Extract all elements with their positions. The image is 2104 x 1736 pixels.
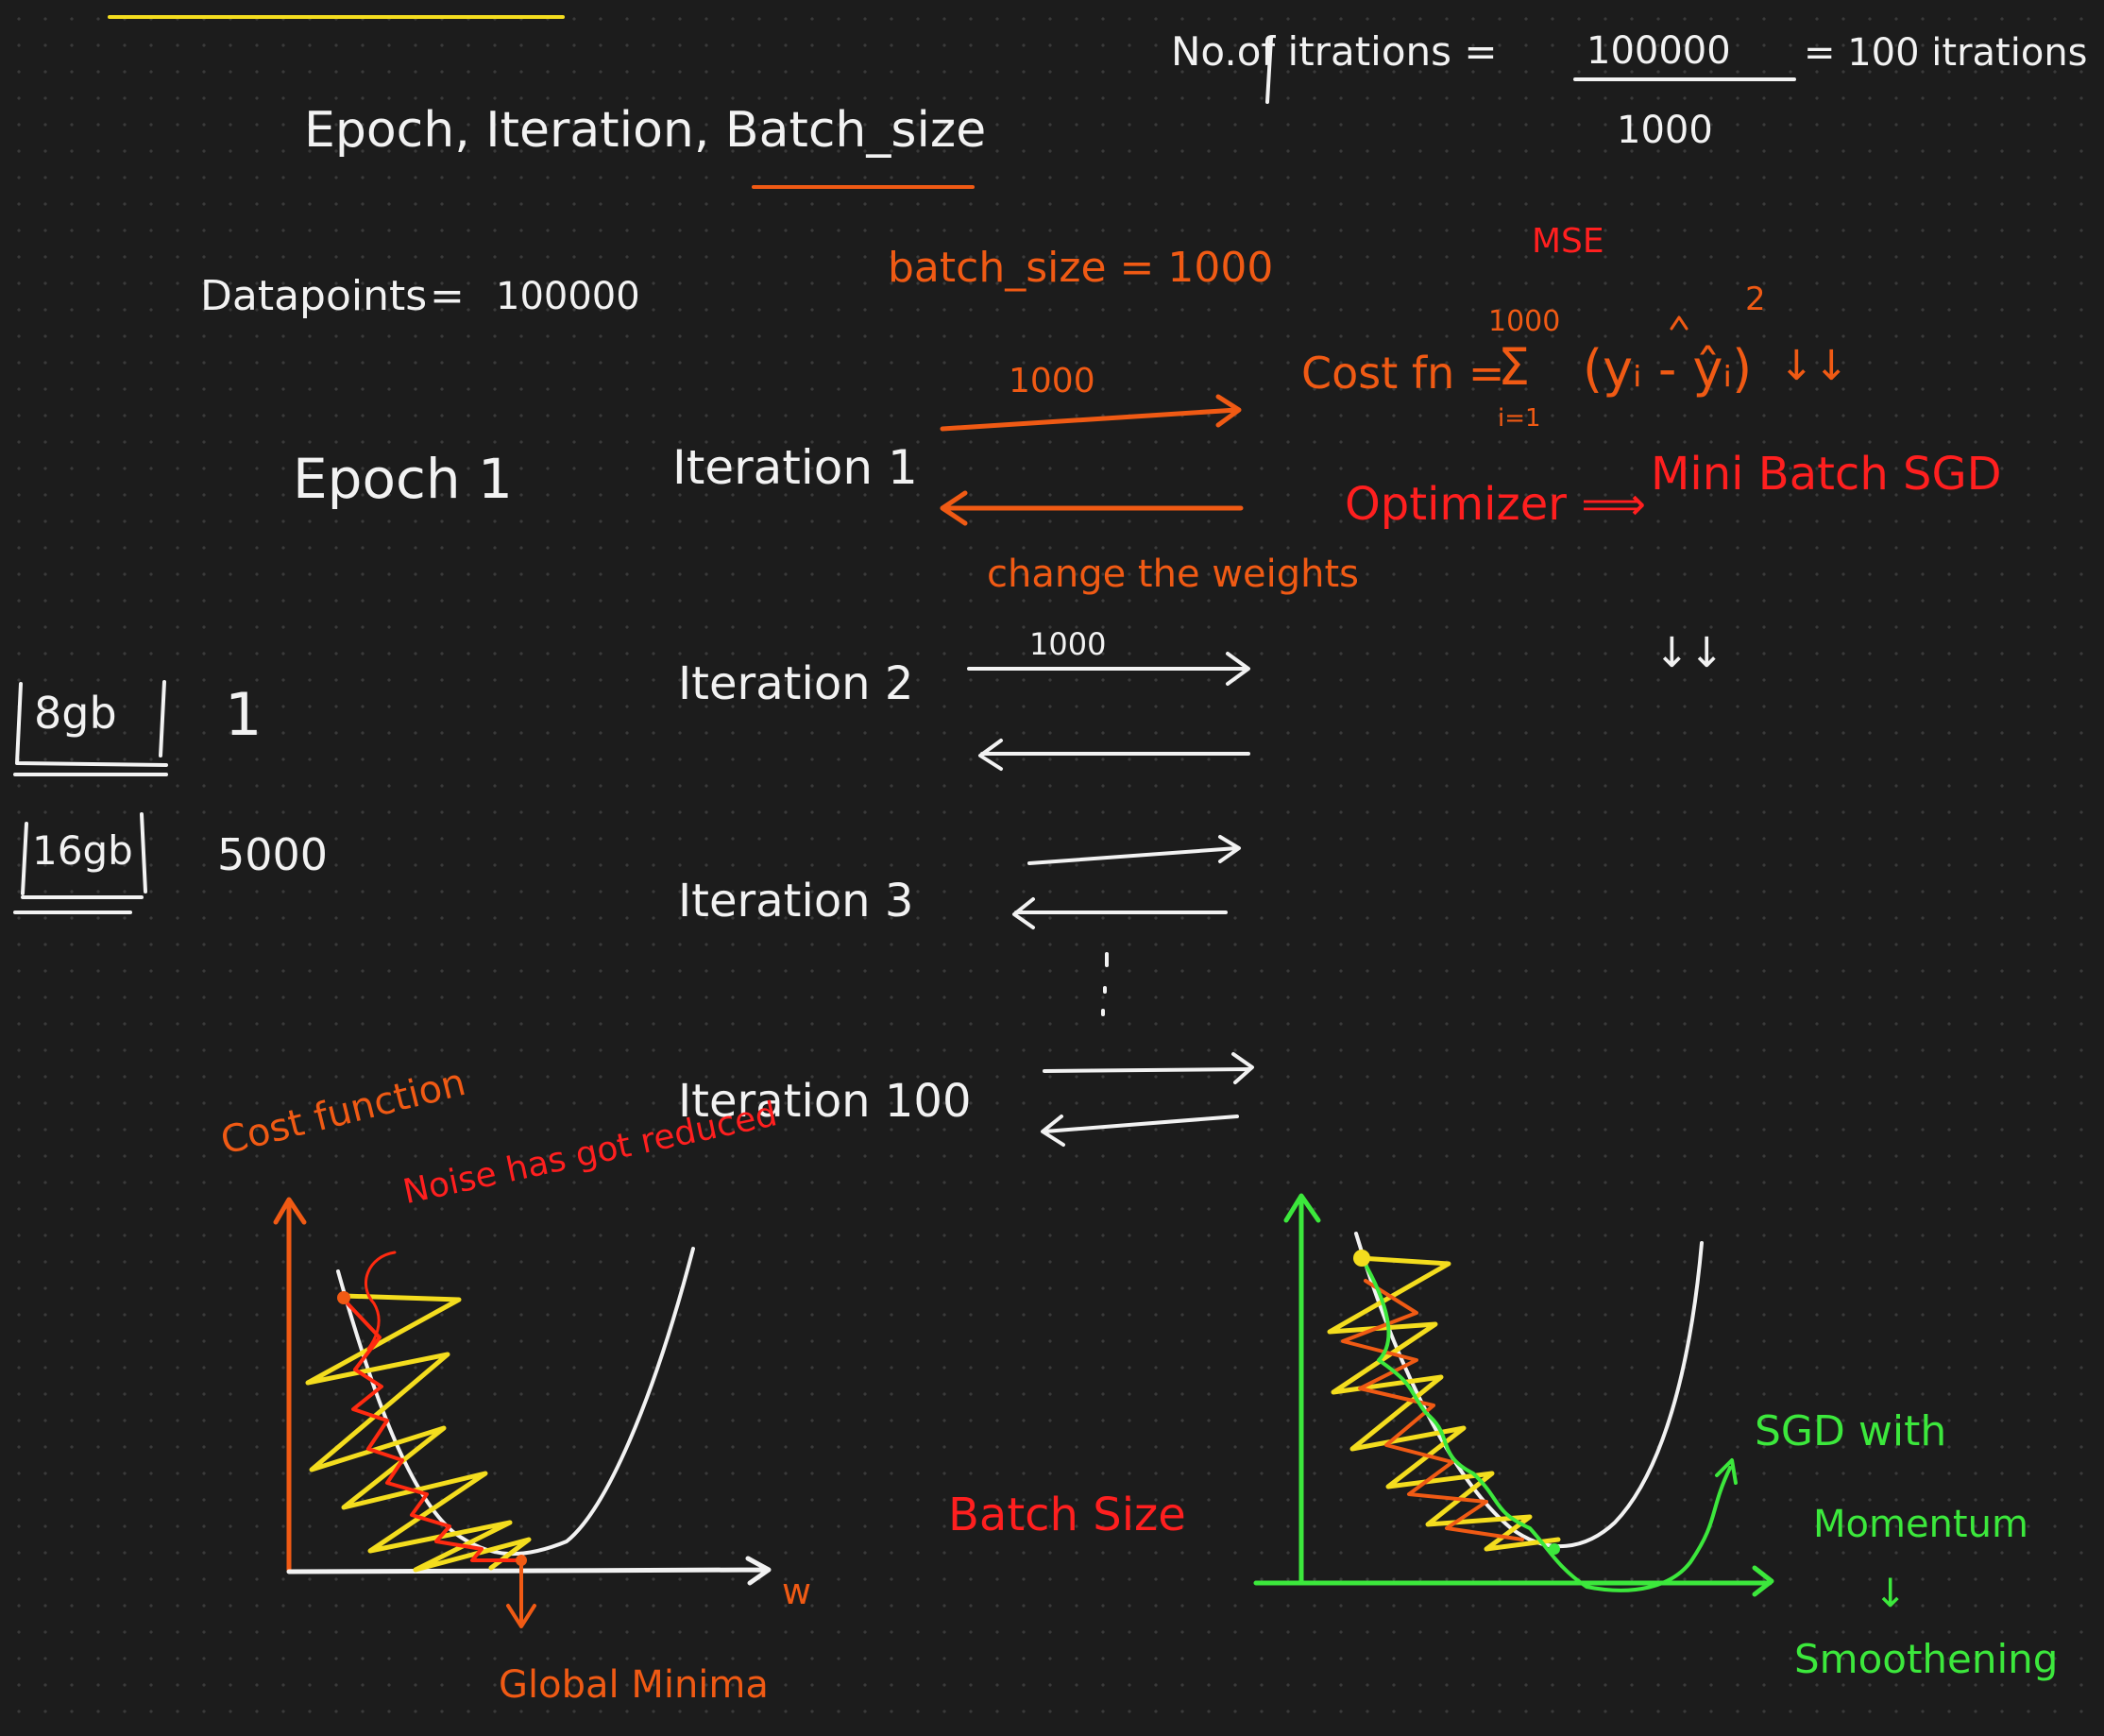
left-plot-noise-pointer [365, 1251, 397, 1351]
cost-fn-sigma: Σ [1498, 337, 1531, 397]
left-plot-yellow-zigzag [305, 1293, 532, 1573]
optimizer-value: Mini Batch SGD [1651, 448, 2002, 501]
left-plot-x-axis [286, 1556, 772, 1586]
iteration-100-forward-arrow [1043, 1052, 1254, 1084]
cost-fn-hat [1670, 315, 1688, 331]
memory-8gb-value: 1 [225, 680, 263, 749]
memory-16gb-value: 5000 [217, 829, 329, 880]
cost-fn-sum-upper: 1000 [1488, 305, 1561, 338]
memory-8gb-label: 8gb [34, 688, 117, 739]
right-plot-cost-curve [1354, 1232, 1704, 1549]
right-plot-orange-zigzag [1341, 1279, 1524, 1541]
momentum-note-line3: Smoothening [1794, 1636, 2059, 1682]
cost-fn-term: (yᵢ - ŷᵢ) [1583, 339, 1753, 399]
left-plot-minima-arrow [506, 1560, 536, 1628]
right-plot-green-arrow-head [1715, 1458, 1738, 1485]
optimizer-down-arrows: ↓↓ [1654, 629, 1724, 677]
left-plot-start-point [337, 1291, 350, 1304]
iteration-2-label: Iteration 2 [678, 657, 914, 710]
cost-fn-decrease-arrows: ↓↓ [1779, 342, 1849, 390]
iteration-1-backward-arrow [940, 490, 1244, 526]
datapoints-label: Datapoints [200, 272, 428, 320]
right-plot-start-point [1353, 1250, 1370, 1267]
iteration-100-label: Iteration 100 [678, 1075, 972, 1128]
left-plot-xlabel: w [782, 1571, 812, 1612]
momentum-note-arrow: ↓ [1874, 1570, 1908, 1616]
cost-fn-label: Cost fn = [1301, 348, 1505, 399]
right-plot-y-axis [1283, 1193, 1321, 1586]
iteration-2-forward-arrow [967, 652, 1250, 686]
iteration-100-backward-arrow [1041, 1115, 1239, 1147]
iteration-1-forward-value: 1000 [1009, 362, 1095, 400]
iterations-formula-result: = 100 itrations [1804, 31, 2088, 75]
cost-fn-power: 2 [1745, 281, 1766, 318]
optimizer-label: Optimizer ⟹ [1345, 478, 1647, 531]
datapoints-value: 100000 [496, 275, 640, 318]
momentum-note-line2: Momentum [1813, 1503, 2028, 1546]
left-plot-minima-point [516, 1555, 527, 1566]
iteration-1-forward-arrow [940, 394, 1242, 432]
page-title: Epoch, Iteration, Batch_size [304, 102, 987, 159]
right-plot-green-smooth-path [1360, 1256, 1732, 1592]
datapoints-equals: = [430, 272, 465, 320]
iteration-1-label: Iteration 1 [672, 440, 918, 495]
right-plot-green-point [1549, 1543, 1560, 1555]
memory-16gb-box [21, 812, 147, 899]
cost-fn-sum-lower: i=1 [1498, 404, 1541, 433]
mse-label: MSE [1532, 222, 1604, 261]
iterations-formula-f-stroke [1265, 36, 1273, 104]
iteration-3-forward-arrow [1027, 835, 1241, 865]
epoch-label: Epoch 1 [293, 447, 513, 511]
iterations-formula-denominator: 1000 [1617, 109, 1713, 152]
right-plot-yellow-zigzag [1327, 1255, 1561, 1552]
memory-16gb-label: 16gb [32, 827, 133, 874]
iterations-formula-numerator: 100000 [1586, 29, 1731, 73]
left-plot-red-path [344, 1300, 523, 1562]
memory-8gb-box [15, 680, 168, 767]
right-plot-x-axis [1253, 1565, 1774, 1597]
momentum-note-line1: SGD with [1755, 1407, 1947, 1455]
batch-size-note: Batch Size [948, 1489, 1186, 1541]
batch-size-label: batch_size = 1000 [888, 244, 1274, 292]
continuation-dots [1101, 952, 1109, 1016]
left-plot-global-minima: Global Minima [499, 1663, 769, 1707]
change-weights-label: change the weights [987, 553, 1359, 596]
iteration-3-backward-arrow [1012, 897, 1228, 929]
iterations-formula-label: No.of itrations = [1171, 28, 1498, 75]
iteration-2-forward-value: 1000 [1029, 626, 1107, 662]
iteration-2-backward-arrow [978, 739, 1250, 771]
left-plot-y-axis [273, 1197, 307, 1573]
iteration-3-label: Iteration 3 [678, 875, 914, 928]
